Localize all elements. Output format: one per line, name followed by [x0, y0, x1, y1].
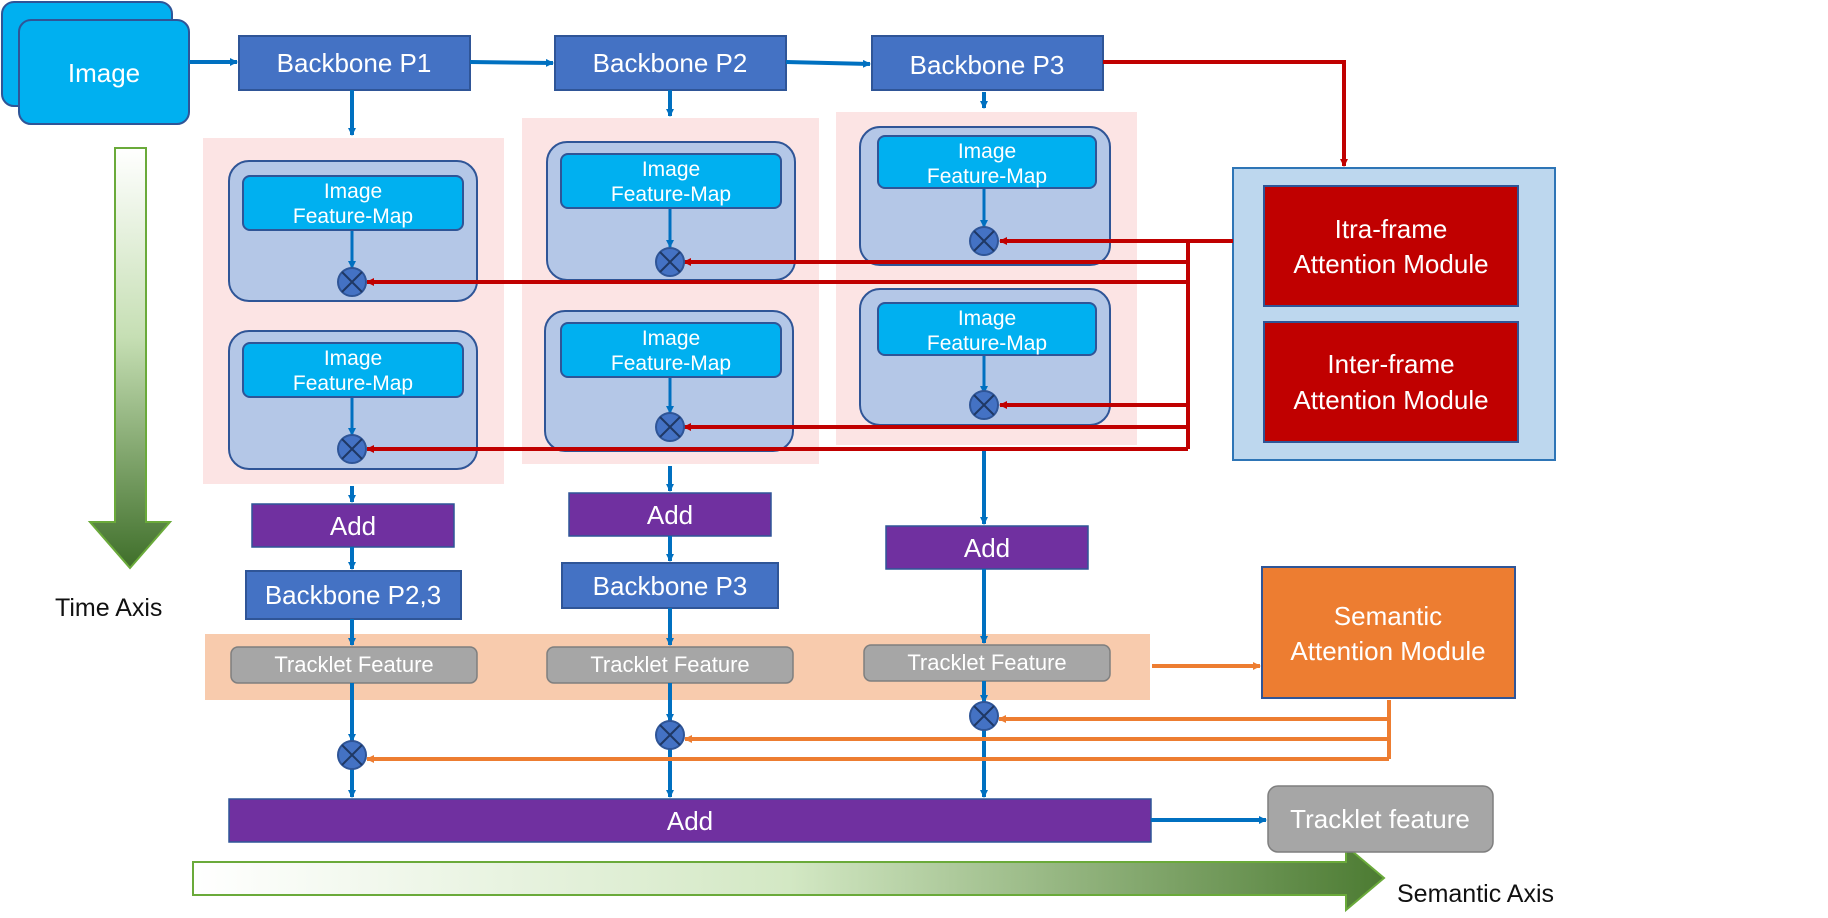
semantic-line2: Attention Module	[1290, 636, 1485, 666]
feature-map-box	[877, 135, 1097, 189]
tracklet-feature-output: Tracklet feature	[1267, 785, 1494, 853]
multiply-nodes	[337, 226, 999, 770]
inter-frame-line2: Attention Module	[1293, 385, 1488, 415]
arrow-p1-to-p2	[469, 58, 554, 67]
add-label: Add	[964, 533, 1010, 563]
blue-arrows	[189, 58, 1267, 824]
feature-map-box	[560, 153, 782, 209]
add-label: Add	[667, 806, 713, 836]
feature-map-box	[877, 302, 1097, 356]
feature-map-line1: Image	[642, 158, 700, 181]
multiply-icon	[655, 720, 685, 750]
multiply-icon	[337, 267, 367, 297]
backbone-p2-label: Backbone P2	[593, 48, 748, 78]
feature-map-line2: Feature-Map	[611, 183, 731, 206]
input-image-stack: Image	[1, 1, 190, 125]
tracklet-feature-label: Tracklet Feature	[907, 650, 1066, 675]
feature-map-line2: Feature-Map	[293, 205, 413, 228]
tracklet-feature-label: Tracklet Feature	[590, 652, 749, 677]
backbone-p23-label: Backbone P2,3	[265, 580, 441, 610]
multiply-icon	[969, 701, 999, 731]
multiply-icon	[337, 740, 367, 770]
backbone-p3-label: Backbone P3	[910, 50, 1065, 80]
feature-map-line1: Image	[324, 347, 382, 370]
add-block-col1: Add	[251, 503, 455, 548]
add-block-col2: Add	[568, 492, 772, 537]
time-axis-arrow	[87, 147, 173, 570]
time-axis: Time Axis	[55, 147, 173, 622]
backbone-p1: Backbone P1	[238, 35, 471, 91]
input-image	[18, 19, 190, 125]
add-block-final: Add	[228, 798, 1152, 843]
add-label: Add	[647, 500, 693, 530]
backbone-p1-label: Backbone P1	[277, 48, 432, 78]
semantic-line1: Semantic	[1334, 601, 1442, 631]
backbone-p2: Backbone P2	[554, 35, 787, 91]
tracklet-feature-label: Tracklet Feature	[274, 652, 433, 677]
multiply-icon	[655, 247, 685, 277]
backbone-p3: Backbone P3	[871, 35, 1104, 91]
semantic-axis-arrow	[192, 843, 1386, 913]
backbone-p3-stage2-label: Backbone P3	[593, 571, 748, 601]
feature-map-line1: Image	[642, 327, 700, 350]
intra-frame-line1: Itra-frame	[1335, 214, 1448, 244]
feature-map-line2: Feature-Map	[927, 165, 1047, 188]
intra-frame-line2: Attention Module	[1293, 249, 1488, 279]
backbone-p3-stage2: Backbone P3	[561, 562, 779, 609]
time-axis-label: Time Axis	[55, 594, 162, 622]
feature-map-box	[560, 322, 782, 378]
feature-map-line1: Image	[958, 140, 1016, 163]
feature-map-line2: Feature-Map	[611, 352, 731, 375]
multiply-icon	[969, 390, 999, 420]
inter-frame-line1: Inter-frame	[1327, 349, 1454, 379]
feature-map-line1: Image	[324, 180, 382, 203]
add-label: Add	[330, 511, 376, 541]
feature-map-box	[242, 342, 464, 398]
backbone-p23: Backbone P2,3	[245, 570, 462, 620]
feature-map-line2: Feature-Map	[927, 332, 1047, 355]
inter-frame-attention-module: Inter-frame Attention Module	[1263, 321, 1519, 443]
add-block-col3: Add	[885, 525, 1089, 570]
tracklet-feature-col3: Tracklet Feature	[863, 644, 1111, 682]
intra-frame-attention-module: Itra-frame Attention Module	[1263, 185, 1519, 307]
feature-map-line1: Image	[958, 307, 1016, 330]
multiply-icon	[969, 226, 999, 256]
semantic-axis: Semantic Axis	[192, 843, 1554, 913]
orange-arrows	[366, 662, 1391, 763]
arrow-p3-to-attention	[1103, 60, 1348, 167]
semantic-attention-module: Semantic Attention Module	[1261, 566, 1516, 699]
feature-map-box	[242, 175, 464, 231]
semantic-axis-label: Semantic Axis	[1397, 880, 1554, 908]
arrow-p2-to-p3	[785, 59, 871, 68]
multiply-icon	[337, 434, 367, 464]
input-image-label: Image	[68, 58, 140, 88]
tracklet-feature-col1: Tracklet Feature	[230, 646, 478, 684]
multiply-icon	[655, 412, 685, 442]
tracklet-output-label: Tracklet feature	[1290, 804, 1470, 834]
red-arrows	[366, 60, 1348, 453]
tracklet-feature-col2: Tracklet Feature	[546, 646, 794, 684]
feature-map-line2: Feature-Map	[293, 372, 413, 395]
